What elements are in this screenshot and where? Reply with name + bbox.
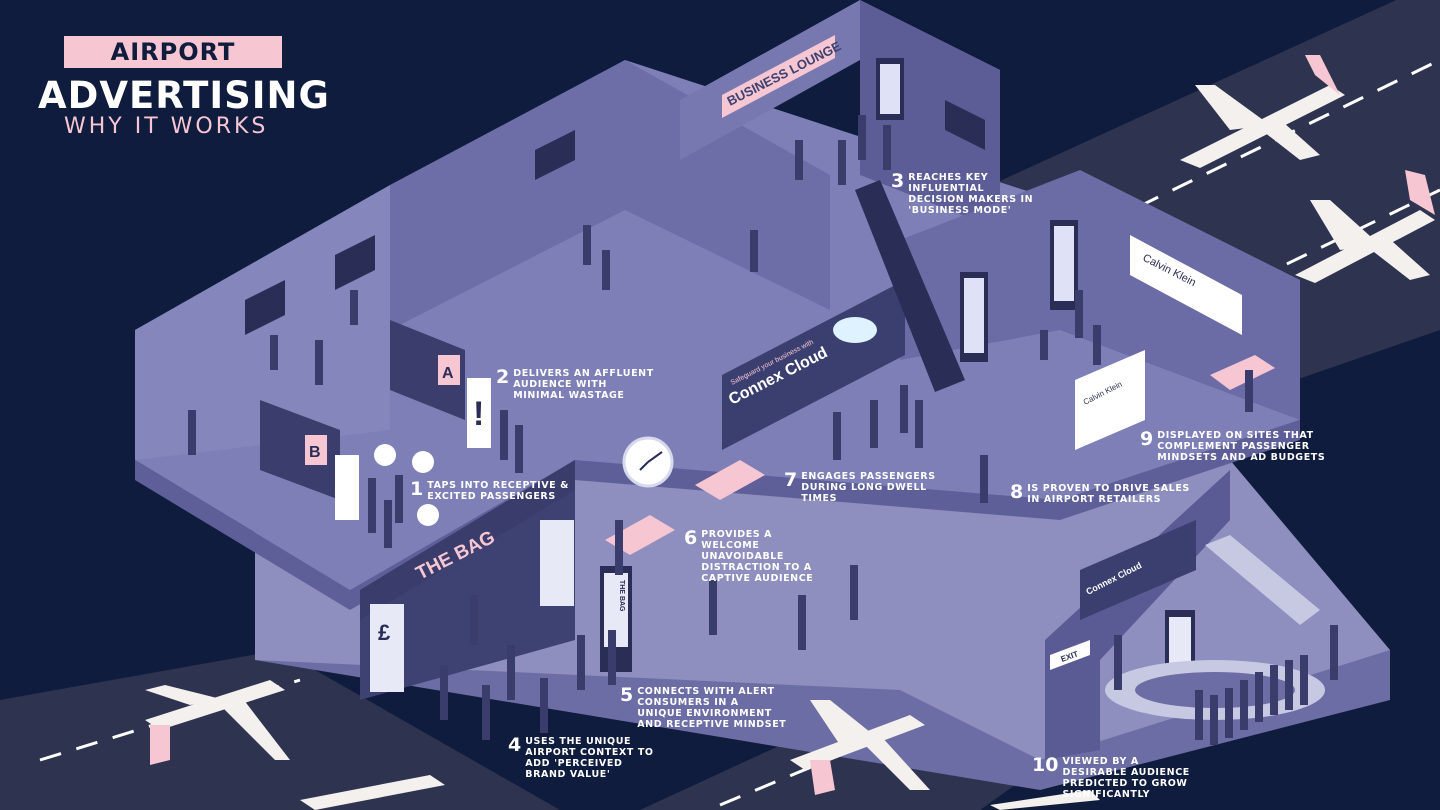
exit-sign: EXIT <box>1050 640 1090 670</box>
airplane-icon-4 <box>790 700 930 795</box>
departure-board-4 <box>245 280 285 335</box>
callout-7: 7 ENGAGES PASSENGERS DURING LONG DWELL T… <box>784 469 951 505</box>
callout-8: 8 IS PROVEN TO DRIVE SALES IN AIRPORT RE… <box>1010 481 1197 506</box>
digital-screen-upper-2 <box>1050 220 1078 310</box>
callout-10: 10 VIEWED BY A DESIRABLE AUDIENCE PREDIC… <box>1032 754 1202 801</box>
callout-number: 3 <box>891 170 905 192</box>
title-badge: AIRPORT <box>64 36 282 68</box>
callout-number: 7 <box>784 469 798 491</box>
callout-number: 10 <box>1032 754 1059 776</box>
callout-number: 5 <box>620 684 634 706</box>
baggage-billboard: Connex Cloud <box>1080 520 1196 620</box>
gate-a-board: A ! <box>390 320 491 448</box>
idea-bubble-icon <box>374 444 439 526</box>
callout-9: 9 DISPLAYED ON SITES THAT COMPLEMENT PAS… <box>1140 428 1337 464</box>
callout-number: 9 <box>1140 428 1154 450</box>
digital-screen-upper-1 <box>960 272 988 362</box>
airplane-icon-1 <box>1180 55 1345 168</box>
title-airport: AIRPORT <box>110 38 236 66</box>
callout-5: 5 CONNECTS WITH ALERT CONSUMERS IN A UNI… <box>620 684 787 731</box>
departure-board-2 <box>945 100 985 150</box>
callout-6: 6 PROVIDES A WELCOME UNAVOIDABLE DISTRAC… <box>684 527 831 585</box>
callout-text: VIEWED BY A DESIRABLE AUDIENCE PREDICTED… <box>1062 756 1190 800</box>
callout-number: 6 <box>684 527 698 549</box>
clock-icon <box>622 436 674 488</box>
callout-2: 2 DELIVERS AN AFFLUENT AUDIENCE WITH MIN… <box>496 366 658 402</box>
callout-text: USES THE UNIQUE AIRPORT CONTEXT TO ADD '… <box>525 736 654 780</box>
callout-text: PROVIDES A WELCOME UNAVOIDABLE DISTRACTI… <box>701 529 814 584</box>
airplane-icon-3 <box>145 680 290 765</box>
airplane-icon-5 <box>300 775 445 810</box>
escalator <box>855 180 965 392</box>
callout-number: 8 <box>1010 481 1024 503</box>
callout-text: ENGAGES PASSENGERS DURING LONG DWELL TIM… <box>801 471 936 504</box>
departure-board-3 <box>335 235 375 290</box>
callout-number: 4 <box>508 734 522 756</box>
callout-3: 3 REACHES KEY INFLUENTIAL DECISION MAKER… <box>891 170 1043 217</box>
airplane-icon-2 <box>1295 170 1435 283</box>
passengers <box>188 115 1338 745</box>
callout-text: IS PROVEN TO DRIVE SALES IN AIRPORT RETA… <box>1027 483 1190 505</box>
gate-b-board: B <box>260 400 359 520</box>
callout-text: CONNECTS WITH ALERT CONSUMERS IN A UNIQU… <box>637 686 787 730</box>
callout-text: REACHES KEY INFLUENTIAL DECISION MAKERS … <box>908 172 1034 216</box>
title-advertising: ADVERTISING <box>38 74 330 117</box>
svg-text:£: £ <box>378 620 391 645</box>
seating-row-3 <box>1210 355 1275 390</box>
calvin-klein-billboard-2: Calvin Klein <box>1075 350 1145 450</box>
callout-number: 1 <box>410 478 424 500</box>
runway-bottom-left <box>0 650 560 810</box>
airplane-icon-6 <box>990 790 1100 810</box>
callout-text: DELIVERS AN AFFLUENT AUDIENCE WITH MINIM… <box>513 368 654 401</box>
callout-text: TAPS INTO RECEPTIVE & EXCITED PASSENGERS <box>427 480 570 502</box>
title-why-it-works: WHY IT WORKS <box>64 114 269 139</box>
svg-text:B: B <box>309 444 321 461</box>
svg-text:!: ! <box>473 395 484 433</box>
callout-number: 2 <box>496 366 510 388</box>
departure-board-1 <box>535 130 575 180</box>
callout-text: DISPLAYED ON SITES THAT COMPLEMENT PASSE… <box>1157 430 1326 463</box>
seating-row-1 <box>695 460 765 500</box>
callout-4: 4 USES THE UNIQUE AIRPORT CONTEXT TO ADD… <box>508 734 655 781</box>
callout-1: 1 TAPS INTO RECEPTIVE & EXCITED PASSENGE… <box>410 478 577 503</box>
svg-text:A: A <box>442 365 454 382</box>
svg-text:THE BAG: THE BAG <box>618 580 625 612</box>
digital-screen-lounge <box>876 58 904 120</box>
the-bag-digital-screen: THE BAG <box>600 566 632 672</box>
